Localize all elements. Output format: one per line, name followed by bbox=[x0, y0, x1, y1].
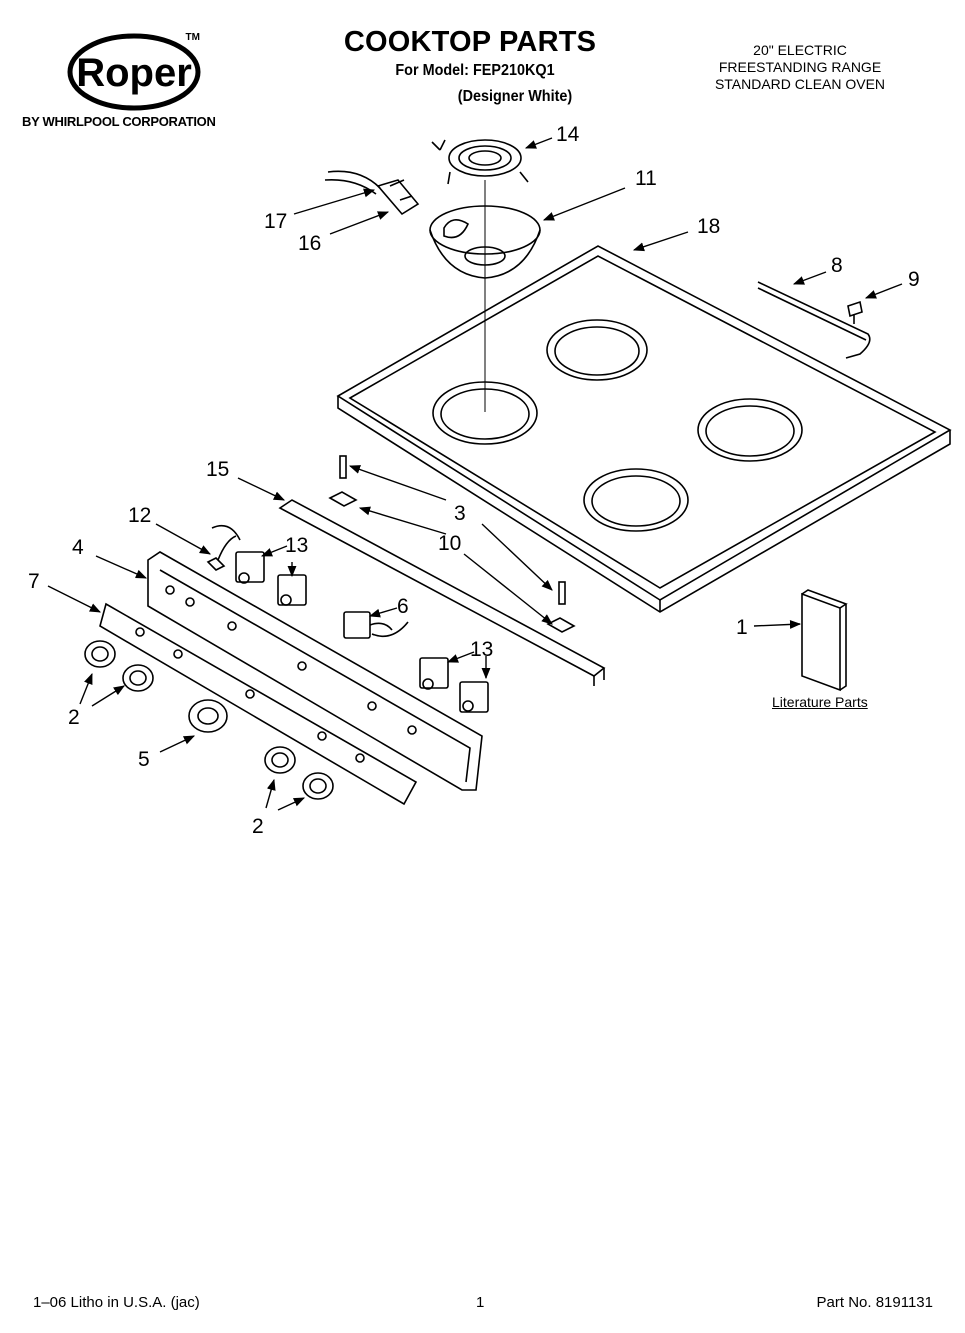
brand-subtitle: BY WHIRLPOOL CORPORATION bbox=[22, 114, 216, 129]
control-knobs bbox=[84, 640, 334, 800]
callout-12: 12 bbox=[128, 504, 151, 527]
brand-name: Roper bbox=[76, 51, 192, 95]
control-panel bbox=[147, 551, 483, 791]
callout-5: 5 bbox=[138, 748, 150, 771]
spec-line-2: FREESTANDING RANGE bbox=[718, 59, 882, 75]
callout-2a: 2 bbox=[68, 706, 80, 729]
tube-and-clamp bbox=[757, 281, 871, 359]
callout-11: 11 bbox=[635, 167, 657, 190]
cooktop-panel bbox=[336, 245, 952, 613]
callout-13b: 13 bbox=[470, 638, 493, 661]
wire-terminal-block bbox=[324, 170, 420, 216]
callout-leaders bbox=[47, 137, 903, 811]
model-line: For Model: FEP210KQ1 bbox=[395, 62, 555, 79]
callout-4: 4 bbox=[72, 536, 84, 559]
callout-8: 8 bbox=[831, 254, 843, 277]
callout-3: 3 bbox=[454, 502, 466, 525]
page-title: COOKTOP PARTS bbox=[343, 26, 597, 58]
spec-line-3: STANDARD CLEAN OVEN bbox=[714, 76, 886, 92]
callout-13a: 13 bbox=[285, 534, 308, 557]
variant-line: (Designer White) bbox=[457, 88, 573, 105]
callout-16: 16 bbox=[298, 232, 321, 255]
indicator-light bbox=[206, 524, 241, 571]
oven-switch bbox=[343, 611, 409, 639]
callout-2b: 2 bbox=[252, 815, 264, 838]
cooktop-burner-openings bbox=[432, 319, 803, 532]
surface-element bbox=[431, 139, 529, 185]
callout-1: 1 bbox=[736, 616, 748, 639]
callout-labels: 14 11 17 16 18 8 9 15 3 10 12 13 4 7 6 1… bbox=[28, 123, 920, 838]
page-number: 1 bbox=[476, 1294, 485, 1311]
callout-15: 15 bbox=[206, 458, 229, 481]
part-number: Part No. 8191131 bbox=[816, 1294, 933, 1311]
spec-line-1: 20" ELECTRIC bbox=[753, 42, 847, 58]
drip-bowl bbox=[429, 205, 541, 279]
callout-17: 17 bbox=[264, 210, 287, 233]
footer-litho: 1–06 Litho in U.S.A. (jac) bbox=[33, 1294, 200, 1311]
infinite-switches bbox=[235, 551, 489, 713]
roper-logo: Roper TM bbox=[66, 28, 206, 117]
literature-parts-label: Literature Parts bbox=[772, 694, 868, 710]
trim-strip bbox=[278, 499, 606, 686]
trademark-mark: TM bbox=[186, 32, 200, 43]
screws-and-clips bbox=[328, 455, 576, 633]
control-overlay bbox=[99, 602, 418, 806]
callout-18: 18 bbox=[697, 215, 720, 238]
callout-10: 10 bbox=[438, 532, 461, 555]
callout-9: 9 bbox=[908, 268, 920, 291]
callout-14: 14 bbox=[556, 123, 580, 146]
callout-6: 6 bbox=[397, 595, 409, 618]
callout-7: 7 bbox=[28, 570, 40, 593]
literature-packet bbox=[801, 589, 848, 692]
